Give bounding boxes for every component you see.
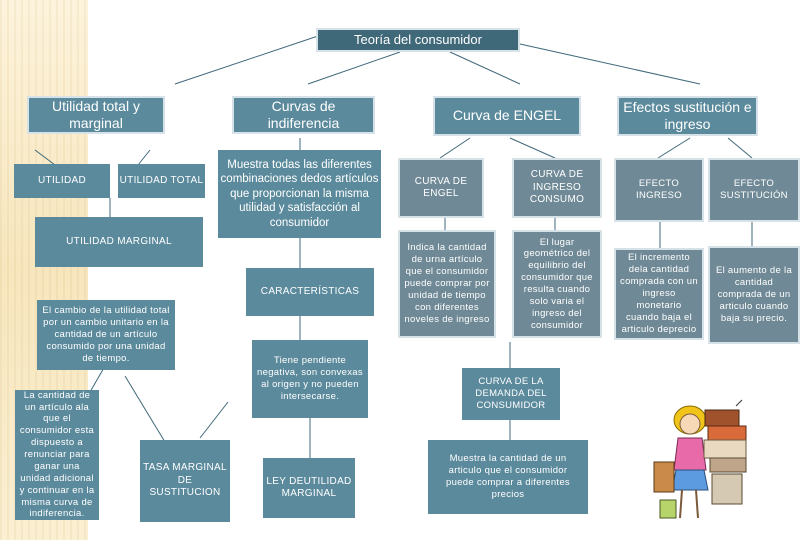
node-utilidad-total: UTILIDAD TOTAL bbox=[118, 164, 205, 198]
node-ingreso-consumo-def: El lugar geométrico del equilibrio del c… bbox=[512, 230, 602, 338]
node-utilidad-marginal: UTILIDAD MARGINAL bbox=[35, 217, 203, 267]
node-tasa: TASA MARGINAL DE SUSTITUCION bbox=[140, 440, 230, 522]
node-marginal-def: El cambio de la utilidad total por un ca… bbox=[37, 300, 175, 370]
node-ingreso-consumo: CURVA DE INGRESO CONSUMO bbox=[512, 158, 602, 218]
node-cantidad-def: La cantidad de un artículo ala que el co… bbox=[15, 390, 99, 520]
header-engel: Curva de ENGEL bbox=[433, 96, 581, 136]
node-utilidad: UTILIDAD bbox=[14, 164, 110, 198]
node-demanda: CURVA DE LA DEMANDA DEL CONSUMIDOR bbox=[462, 368, 560, 420]
node-pendiente: Tiene pendiente negativa, son convexas a… bbox=[252, 340, 368, 418]
node-ley: LEY DEUTILIDAD MARGINAL bbox=[263, 458, 355, 518]
header-curvas: Curvas de indiferencia bbox=[232, 96, 375, 134]
node-curva-engel: CURVA DE ENGEL bbox=[398, 158, 484, 218]
node-curva-engel-def: Indica la cantidad de urna artículo que … bbox=[398, 230, 496, 338]
node-efecto-ingreso-def: El incremento dela cantidad comprada con… bbox=[614, 248, 704, 340]
node-curvas-def: Muestra todas las diferentes combinacion… bbox=[218, 150, 381, 238]
node-caracteristicas: CARACTERÍSTICAS bbox=[246, 268, 374, 316]
decorative-side-strip bbox=[0, 0, 88, 540]
node-efecto-ingreso: EFECTO INGRESO bbox=[614, 158, 704, 222]
header-utilidad: Utilidad total y marginal bbox=[27, 96, 165, 134]
root-node: Teoría del consumidor bbox=[316, 28, 520, 52]
node-efecto-sustitucion: EFECTO SUSTITUCIÓN bbox=[708, 158, 800, 222]
node-efecto-sustitucion-def: El aumento de la cantidad comprada de un… bbox=[708, 246, 800, 344]
shopping-lady-illustration bbox=[653, 399, 747, 519]
header-efectos: Efectos sustitución e ingreso bbox=[617, 96, 758, 136]
node-demanda-def: Muestra la cantidad de un articulo que e… bbox=[428, 440, 588, 514]
